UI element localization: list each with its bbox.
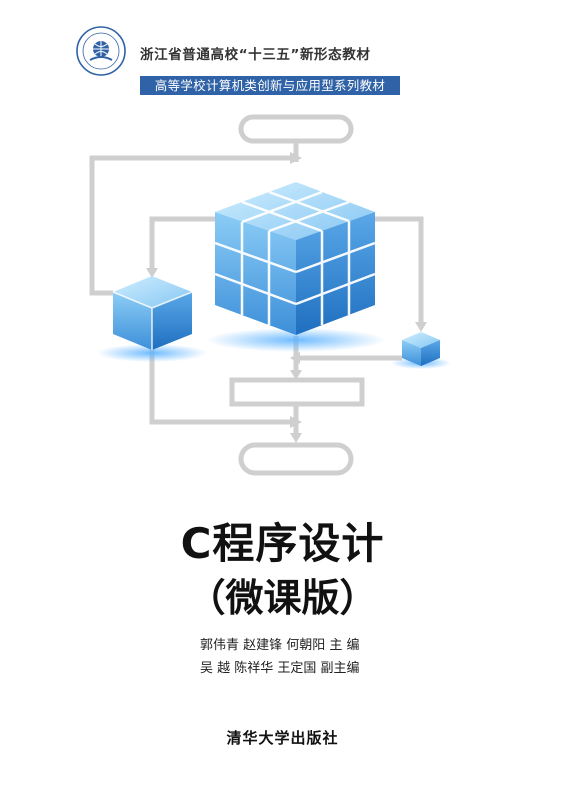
author-block: 郭伟青 赵建锋 何朝阳 主 编 吴 越 陈祥华 王定国 副主编 — [200, 634, 360, 680]
series-band: 高等学校计算机类创新与应用型系列教材 — [140, 76, 400, 95]
main-cube-icon — [214, 182, 376, 335]
series-name: 浙江省普通高校“十三五”新形态教材 — [140, 47, 371, 63]
publisher-name: 清华大学出版社 — [226, 729, 339, 747]
start-terminal-shape — [238, 114, 354, 144]
cover-flowchart-illustration — [89, 114, 451, 476]
book-title: C程序设计 — [180, 519, 385, 568]
right-cube-icon — [402, 332, 440, 366]
chief-editors: 郭伟青 赵建锋 何朝阳 主 编 — [200, 638, 360, 653]
series-logo-icon — [76, 26, 126, 76]
end-terminal-shape — [238, 442, 354, 476]
left-cube-icon — [112, 276, 193, 350]
deputy-editors: 吴 越 陈祥华 王定国 副主编 — [200, 661, 360, 676]
process-box-shape — [229, 377, 365, 407]
book-subtitle: （微课版） — [187, 576, 378, 620]
